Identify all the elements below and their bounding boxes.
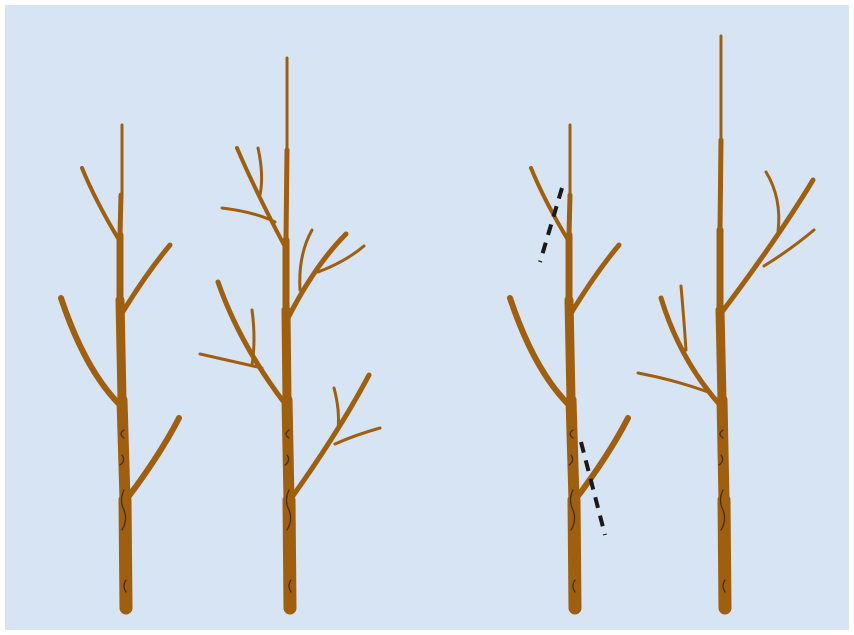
tree-1-trunk: [122, 400, 125, 500]
diagram-panel: [5, 5, 849, 630]
tree-2-branch: [218, 282, 286, 405]
tree-1-branch: [121, 245, 170, 315]
tree-3-branch: [570, 245, 619, 315]
tree-1-branch: [82, 168, 119, 240]
tree-2-trunk: [286, 150, 287, 240]
tree-2-branch: [288, 234, 346, 318]
tree-3-trunk: [571, 400, 574, 500]
tree-2-branch: [335, 428, 380, 444]
tree-3-branch: [510, 298, 569, 405]
tree-1-trunk: [120, 195, 121, 235]
tree-2-trunk: [289, 500, 290, 608]
tree-4-branch: [681, 286, 686, 350]
tree-4-trunk: [722, 400, 724, 500]
tree-2: [200, 58, 380, 608]
tree-2-branch: [258, 148, 262, 195]
tree-3-branch: [575, 418, 628, 500]
tree-3: [510, 125, 628, 608]
pruning-diagram: [5, 5, 849, 630]
tree-2-branch: [252, 310, 254, 365]
tree-2-trunk: [286, 310, 287, 400]
tree-4-trunk: [720, 140, 721, 230]
tree-1-branch: [126, 418, 179, 500]
tree-2-branch: [290, 375, 369, 500]
tree-4-branch: [661, 298, 720, 405]
tree-4-trunk: [720, 310, 722, 400]
tree-3-trunk: [569, 195, 570, 235]
tree-1-branch: [61, 298, 120, 405]
tree-1: [61, 125, 179, 608]
tree-2-trunk: [287, 400, 289, 500]
tree-4-branch: [722, 180, 813, 312]
tree-2-branch: [334, 388, 339, 430]
tree-4: [638, 36, 814, 608]
tree-4-branch: [766, 172, 779, 232]
